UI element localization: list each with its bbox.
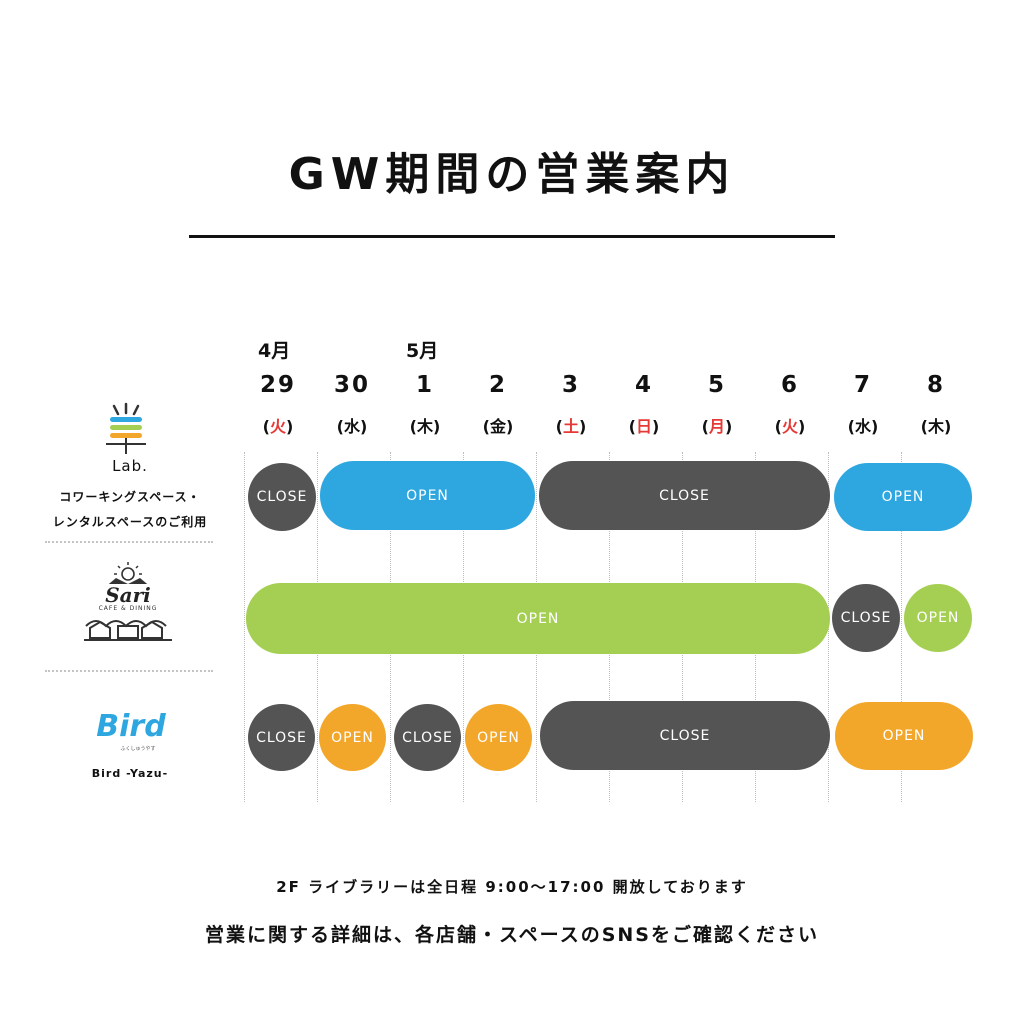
lab-logo bbox=[96, 402, 156, 476]
lab-status-3-6: CLOSE bbox=[539, 461, 830, 530]
bird-logo: Bird bbox=[96, 709, 166, 744]
weekday-5: (月) bbox=[701, 417, 733, 436]
day-7: 7 bbox=[853, 372, 872, 398]
day-3: 3 bbox=[561, 372, 580, 398]
bird-status-3-6: CLOSE bbox=[540, 701, 830, 770]
lab-status-7-8: OPEN bbox=[834, 463, 972, 531]
weekday-2: (金) bbox=[482, 417, 514, 436]
sari-logo-text: Sari bbox=[96, 584, 160, 606]
day-6: 6 bbox=[780, 372, 799, 398]
grid-line bbox=[901, 452, 902, 802]
lab-status-30-2: OPEN bbox=[320, 461, 535, 530]
month-may: 5月 bbox=[406, 340, 439, 362]
weekday-30: (水) bbox=[336, 417, 368, 436]
weekday-3: (土) bbox=[555, 417, 587, 436]
day-29: 29 bbox=[259, 372, 296, 398]
weekday-8: (木) bbox=[920, 417, 952, 436]
library-notice: 2F ライブラリーは全日程 9:00〜17:00 開放しております bbox=[276, 878, 748, 896]
row-separator bbox=[45, 670, 213, 672]
month-april: 4月 bbox=[258, 340, 291, 362]
weekday-7: (水) bbox=[847, 417, 879, 436]
grid-line bbox=[244, 452, 245, 802]
lab-logo-icon bbox=[106, 402, 146, 454]
day-30: 30 bbox=[333, 372, 370, 398]
day-8: 8 bbox=[926, 372, 945, 398]
weekday-1: (木) bbox=[409, 417, 441, 436]
weekday-6: (火) bbox=[774, 417, 806, 436]
day-2: 2 bbox=[488, 372, 507, 398]
bird-logo-sub: ふくしゅうやす bbox=[120, 746, 156, 752]
bird-status-30: OPEN bbox=[319, 704, 386, 771]
bird-status-1: CLOSE bbox=[394, 704, 461, 771]
lab-status-29: CLOSE bbox=[248, 463, 316, 531]
bird-status-29: CLOSE bbox=[248, 704, 315, 771]
sari-logo-sub: CAFE & DINING bbox=[90, 605, 166, 612]
sari-status-7: CLOSE bbox=[832, 584, 900, 652]
page-title: GW期間の営業案内 bbox=[288, 149, 736, 200]
sari-status-8: OPEN bbox=[904, 584, 972, 652]
weekday-4: (日) bbox=[628, 417, 660, 436]
bird-status-7-8: OPEN bbox=[835, 702, 973, 770]
day-1: 1 bbox=[415, 372, 434, 398]
sari-status-29-6: OPEN bbox=[246, 583, 830, 654]
row-separator bbox=[45, 541, 213, 543]
sns-notice: 営業に関する詳細は、各店舗・スペースのSNSをご確認ください bbox=[205, 924, 819, 946]
lab-logo-text: Lab. bbox=[112, 457, 148, 475]
bird-label: Bird -Yazu- bbox=[91, 767, 169, 780]
day-4: 4 bbox=[634, 372, 653, 398]
lab-label-line2: レンタルスペースのご利用 bbox=[52, 515, 208, 529]
weekday-29: (火) bbox=[262, 417, 294, 436]
bird-status-2: OPEN bbox=[465, 704, 532, 771]
day-5: 5 bbox=[707, 372, 726, 398]
title-divider bbox=[189, 235, 835, 238]
lab-label-line1: コワーキングスペース・ bbox=[59, 490, 201, 504]
